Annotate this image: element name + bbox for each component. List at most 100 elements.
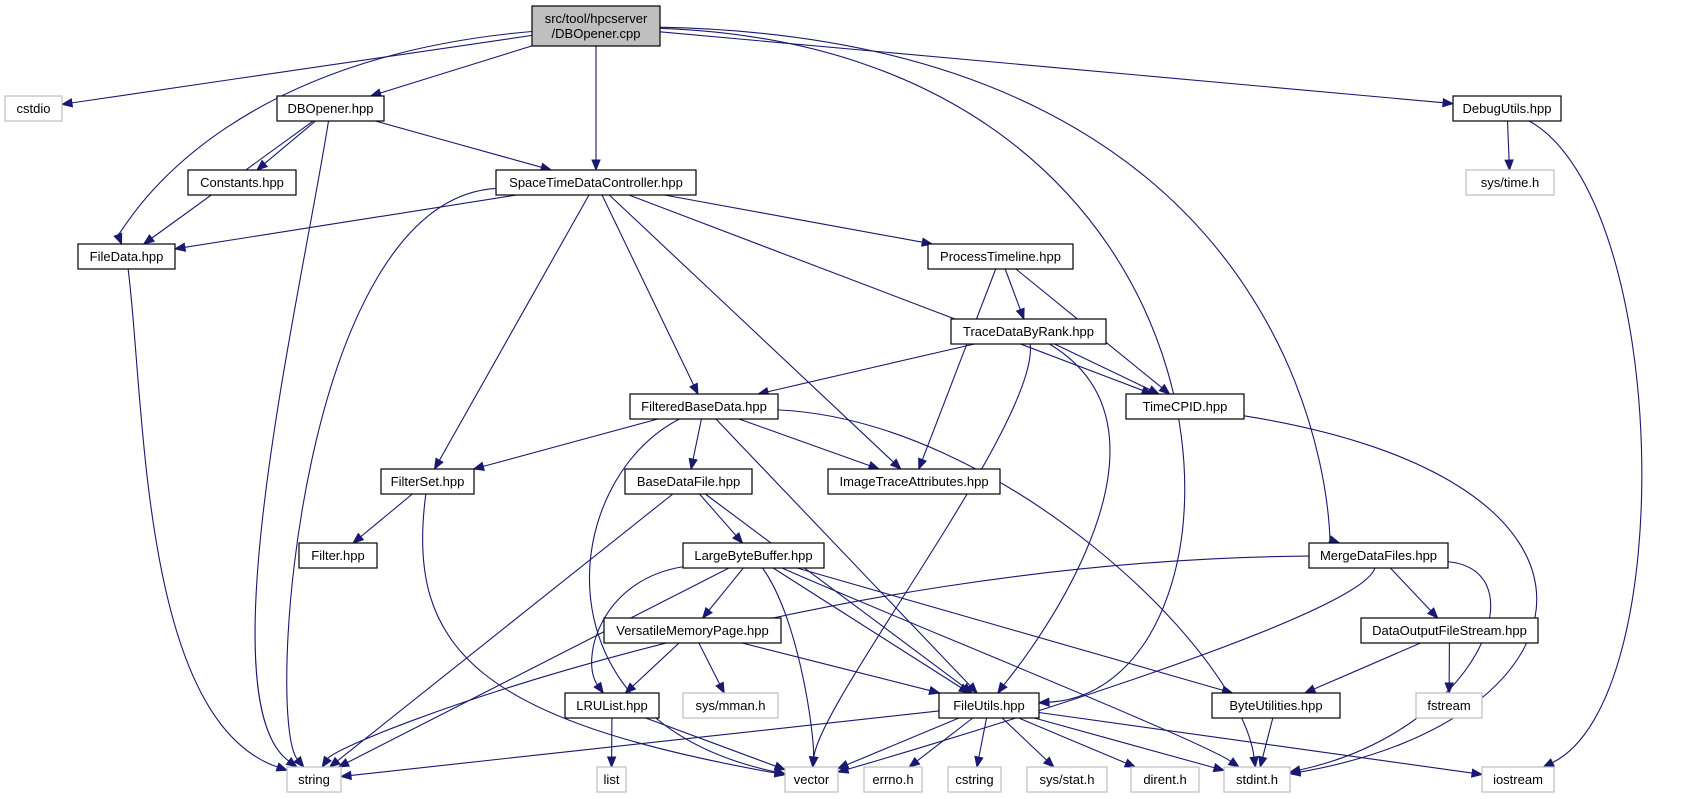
arrowhead-icon — [867, 461, 881, 470]
edge-line — [184, 194, 517, 248]
edge-line — [1299, 561, 1492, 771]
node-box — [950, 318, 1107, 345]
node-basedatafile[interactable]: BaseDataFile.hpp — [624, 468, 753, 495]
node-box — [784, 766, 839, 793]
edge-line — [767, 343, 975, 393]
edge-dbopener_hpp-to-stdc — [375, 120, 553, 172]
edge-line — [1034, 717, 1215, 769]
edge-fileutils-to-string — [339, 710, 940, 781]
node-label: fstream — [1427, 698, 1470, 713]
edge-basedatafile-to-largebytebuffer — [699, 493, 744, 545]
node-cstring: cstring — [947, 766, 1002, 793]
arrowhead-icon — [997, 681, 1008, 695]
edge-line — [916, 717, 974, 762]
arrowhead-icon — [606, 756, 617, 769]
node-box — [624, 468, 753, 495]
edge-line — [847, 717, 960, 766]
node-debugutils[interactable]: DebugUtils.hpp — [1452, 95, 1562, 122]
edge-stdc-to-imagetrace — [608, 194, 902, 470]
edge-stdc-to-string — [286, 187, 497, 769]
node-root[interactable]: src/tool/hpcserver/DBOpener.cpp — [531, 5, 661, 47]
edge-stdc-to-filedata — [173, 194, 517, 252]
node-processtimeline[interactable]: ProcessTimeline.hpp — [927, 243, 1074, 270]
edge-line — [1243, 415, 1538, 773]
node-fileutils[interactable]: FileUtils.hpp — [938, 692, 1040, 719]
node-largebytebuffer[interactable]: LargeByteBuffer.hpp — [682, 542, 825, 569]
node-filedata[interactable]: FileData.hpp — [77, 243, 176, 270]
edge-line — [659, 26, 1331, 541]
arrowhead-icon — [593, 681, 604, 695]
node-box — [1308, 542, 1449, 569]
arrowhead-icon — [836, 760, 850, 769]
edge-line — [978, 717, 988, 758]
edge-line — [483, 418, 659, 467]
arrowhead-icon — [1212, 763, 1226, 773]
node-stdc[interactable]: SpaceTimeDataController.hpp — [495, 169, 697, 196]
arrowhead-icon — [701, 606, 713, 620]
edge-root-to-mergedatafiles — [659, 26, 1341, 545]
node-mergedatafiles[interactable]: MergeDataFiles.hpp — [1308, 542, 1449, 569]
edge-tracedatabyrank-to-fileutils — [997, 343, 1111, 695]
node-dataoutput[interactable]: DataOutputFileStream.hpp — [1360, 617, 1539, 644]
node-label: sys/time.h — [1481, 175, 1540, 190]
arrowhead-icon — [1042, 756, 1055, 768]
edge-line — [1001, 717, 1047, 761]
edge-filterset-to-filter — [352, 493, 413, 544]
edge-filteredbasedata-to-filterset — [472, 418, 659, 471]
node-label: FilterSet.hpp — [391, 474, 465, 489]
node-label: Filter.hpp — [311, 548, 364, 563]
node-box — [1125, 393, 1245, 420]
node-box — [1465, 169, 1555, 196]
edges-layer — [60, 26, 1643, 781]
edge-line — [347, 567, 730, 763]
node-box — [187, 169, 297, 196]
edge-line — [628, 194, 1143, 391]
edge-tracedatabyrank-to-filteredbasedata — [756, 343, 975, 397]
arrowhead-icon — [328, 756, 341, 768]
edge-line — [741, 642, 931, 692]
node-byteutilities[interactable]: ByteUtilities.hpp — [1211, 692, 1341, 719]
node-tracedatabyrank[interactable]: TraceDataByRank.hpp — [950, 318, 1107, 345]
arrowhead-icon — [773, 768, 787, 778]
edge-versatile-to-sysmman — [698, 642, 725, 695]
arrowhead-icon — [1227, 757, 1241, 768]
edge-stdc-to-filteredbasedata — [601, 194, 699, 396]
node-constants[interactable]: Constants.hpp — [187, 169, 297, 196]
node-lrulist[interactable]: LRUList.hpp — [564, 692, 660, 719]
edge-line — [1313, 642, 1421, 690]
edge-filteredbasedata-to-basedatafile — [688, 418, 702, 471]
node-timecpid[interactable]: TimeCPID.hpp — [1125, 393, 1245, 420]
edge-line — [1054, 343, 1151, 391]
arrowhead-icon — [732, 531, 744, 545]
edge-fileutils-to-errno — [908, 717, 974, 768]
node-label: sys/mman.h — [695, 698, 765, 713]
edge-timecpid-to-stdint — [1243, 415, 1538, 777]
node-imagetrace[interactable]: ImageTraceAttributes.hpp — [827, 468, 1001, 495]
node-versatile[interactable]: VersatileMemoryPage.hpp — [603, 617, 782, 644]
edge-processtimeline-to-tracedatabyrank — [1004, 268, 1025, 321]
node-box — [380, 468, 475, 495]
arrowhead-icon — [433, 457, 444, 471]
edge-mergedatafiles-to-vector — [836, 567, 1376, 774]
arrowhead-icon — [1303, 684, 1317, 694]
edge-root-to-fileutils — [659, 27, 1186, 707]
edge-dbopener_hpp-to-string — [254, 120, 330, 768]
edge-line — [715, 418, 971, 687]
node-box — [1415, 692, 1483, 719]
edge-line — [692, 418, 702, 460]
node-label: iostream — [1493, 772, 1543, 787]
arrowhead-icon — [928, 685, 941, 696]
edge-lrulist-to-list — [606, 717, 617, 769]
edge-stdc-to-processtimeline — [664, 194, 934, 247]
node-label: BaseDataFile.hpp — [637, 474, 740, 489]
edge-root-to-stdc — [591, 45, 601, 172]
node-filterset[interactable]: FilterSet.hpp — [380, 468, 475, 495]
arrowhead-icon — [293, 755, 305, 769]
node-filter[interactable]: Filter.hpp — [298, 542, 378, 569]
node-label: FileData.hpp — [90, 249, 164, 264]
node-box — [938, 692, 1040, 719]
node-filteredbasedata[interactable]: FilteredBaseData.hpp — [629, 393, 779, 420]
node-dbopener_hpp[interactable]: DBOpener.hpp — [276, 95, 385, 122]
node-box — [927, 243, 1074, 270]
